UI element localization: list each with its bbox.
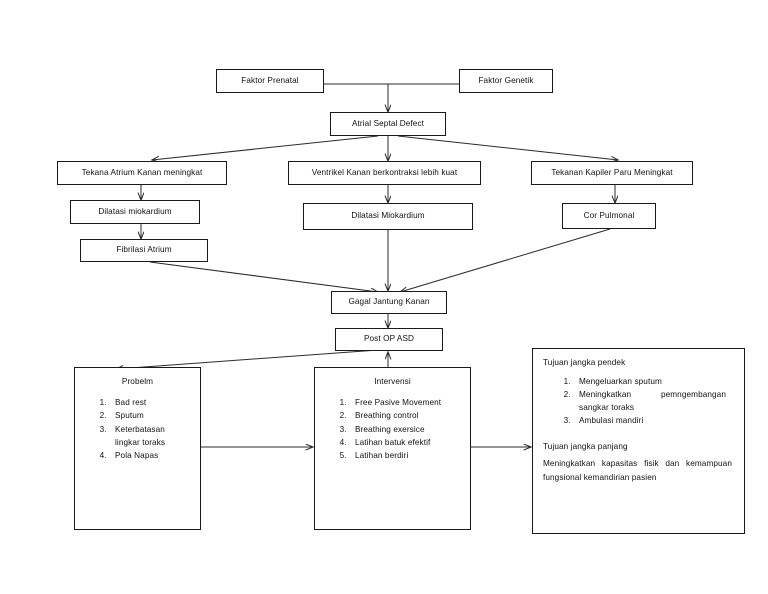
list-item: Sputum [109,409,192,422]
goals-long-term-title: Tujuan jangka panjang [543,441,628,451]
node-dilatasi-miokardium-kiri[interactable]: Dilatasi miokardium [70,200,200,224]
list-item: Latihan berdiri [349,449,462,462]
list-item: Keterbatasan lingkar toraks [109,423,192,450]
list-item: Meningkatkan pemngembangan sangkar torak… [573,388,736,414]
node-label: Cor Pulmonal [583,210,635,220]
goals-short-term-list: Mengeluarkan sputum Meningkatkan pemngem… [533,375,744,428]
list-item: Ambulasi mandiri [573,414,736,427]
node-label: Dilatasi miokardium [98,206,172,216]
node-fibrilasi-atrium[interactable]: Fibrilasi Atrium [80,239,208,262]
panel-problem-title: Probelm [121,377,154,386]
node-tekanan-kapiler-paru[interactable]: Tekanan Kapiler Paru Meningkat [531,161,693,185]
node-tekanan-atrium-kanan[interactable]: Tekana Atrium Kanan meningkat [57,161,227,185]
list-item: Latihan batuk efektif [349,436,462,449]
list-item: Breathing exersice [349,423,462,436]
node-label: Ventrikel Kanan berkontraksi lebih kuat [311,167,458,177]
problem-list: Bad rest Sputum Keterbatasan lingkar tor… [75,396,200,462]
node-faktor-prenatal[interactable]: Faktor Prenatal [216,69,324,93]
list-item: Mengeluarkan sputum [573,375,736,388]
node-label: Faktor Genetik [478,75,534,85]
node-cor-pulmonal[interactable]: Cor Pulmonal [562,203,656,229]
list-item: Pola Napas [109,449,192,462]
node-ventrikel-kanan[interactable]: Ventrikel Kanan berkontraksi lebih kuat [288,161,481,185]
goals-short-term-title: Tujuan jangka pendek [543,358,626,367]
node-atrial-septal-defect[interactable]: Atrial Septal Defect [330,112,446,136]
panel-problem[interactable]: Probelm Bad rest Sputum Keterbatasan lin… [74,367,201,530]
node-label: Tekana Atrium Kanan meningkat [81,167,203,177]
node-label: Faktor Prenatal [241,75,299,85]
panel-intervensi-title: Intervensi [374,377,411,386]
list-item: Free Pasive Movement [349,396,462,409]
panel-intervensi[interactable]: Intervensi Free Pasive Movement Breathin… [314,367,471,530]
node-post-op-asd[interactable]: Post OP ASD [335,328,443,351]
list-item: Breathing control [349,409,462,422]
intervention-list: Free Pasive Movement Breathing control B… [315,396,470,462]
node-dilatasi-miokardium-tengah[interactable]: Dilatasi Miokardium [303,203,473,230]
node-label: Dilatasi Miokardium [351,211,425,221]
goals-long-term-text: Meningkatkan kapasitas fisik dan kemampu… [543,458,732,482]
node-label: Atrial Septal Defect [351,118,425,128]
node-label: Post OP ASD [363,334,415,344]
list-item: Bad rest [109,396,192,409]
node-faktor-genetik[interactable]: Faktor Genetik [459,69,553,93]
node-gagal-jantung-kanan[interactable]: Gagal Jantung Kanan [331,291,447,314]
panel-tujuan[interactable]: Tujuan jangka pendek Mengeluarkan sputum… [532,348,745,534]
node-label: Tekanan Kapiler Paru Meningkat [551,167,673,177]
node-label: Gagal Jantung Kanan [348,297,430,307]
node-label: Fibrilasi Atrium [116,245,172,255]
